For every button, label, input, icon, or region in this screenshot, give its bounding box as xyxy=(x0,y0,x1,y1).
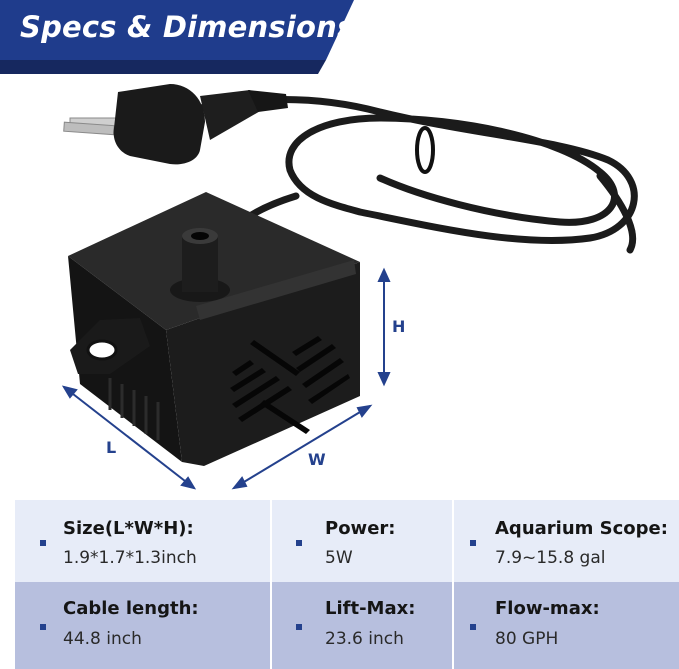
spec-value: 44.8 inch xyxy=(63,629,142,649)
spec-value: 80 GPH xyxy=(495,629,559,649)
spec-value: 23.6 inch xyxy=(325,629,404,649)
spec-label: Cable length: xyxy=(63,598,199,619)
bullet-icon xyxy=(470,624,476,630)
page-title: Specs & Dimensions xyxy=(20,10,355,44)
spec-aquarium-scope: Aquarium Scope: 7.9~15.8 gal xyxy=(454,500,679,582)
spec-flow-max: Flow-max: 80 GPH xyxy=(454,582,679,669)
bullet-icon xyxy=(296,540,302,546)
specs-table: Size(L*W*H): 1.9*1.7*1.3inch Power: 5W A… xyxy=(15,500,679,669)
height-label: H xyxy=(392,317,406,336)
spec-value: 7.9~15.8 gal xyxy=(495,548,606,568)
product-image: L W H xyxy=(0,74,679,500)
spec-value: 5W xyxy=(325,548,353,568)
spec-size: Size(L*W*H): 1.9*1.7*1.3inch xyxy=(15,500,270,582)
spec-lift-max: Lift-Max: 23.6 inch xyxy=(272,582,452,669)
spec-power: Power: 5W xyxy=(272,500,452,582)
spec-cable-length: Cable length: 44.8 inch xyxy=(15,582,270,669)
spec-label: Size(L*W*H): xyxy=(63,518,194,539)
spec-label: Aquarium Scope: xyxy=(495,518,668,539)
header-banner: Specs & Dimensions xyxy=(0,0,679,74)
pump-illustration xyxy=(61,84,638,490)
bullet-icon xyxy=(470,540,476,546)
spec-label: Lift-Max: xyxy=(325,598,416,619)
banner-shape xyxy=(0,0,354,74)
length-label: L xyxy=(106,438,117,457)
spec-label: Power: xyxy=(325,518,396,539)
width-label: W xyxy=(308,450,326,469)
spec-value: 1.9*1.7*1.3inch xyxy=(63,548,197,568)
bullet-icon xyxy=(296,624,302,630)
bullet-icon xyxy=(40,540,46,546)
spec-label: Flow-max: xyxy=(495,598,600,619)
bullet-icon xyxy=(40,624,46,630)
